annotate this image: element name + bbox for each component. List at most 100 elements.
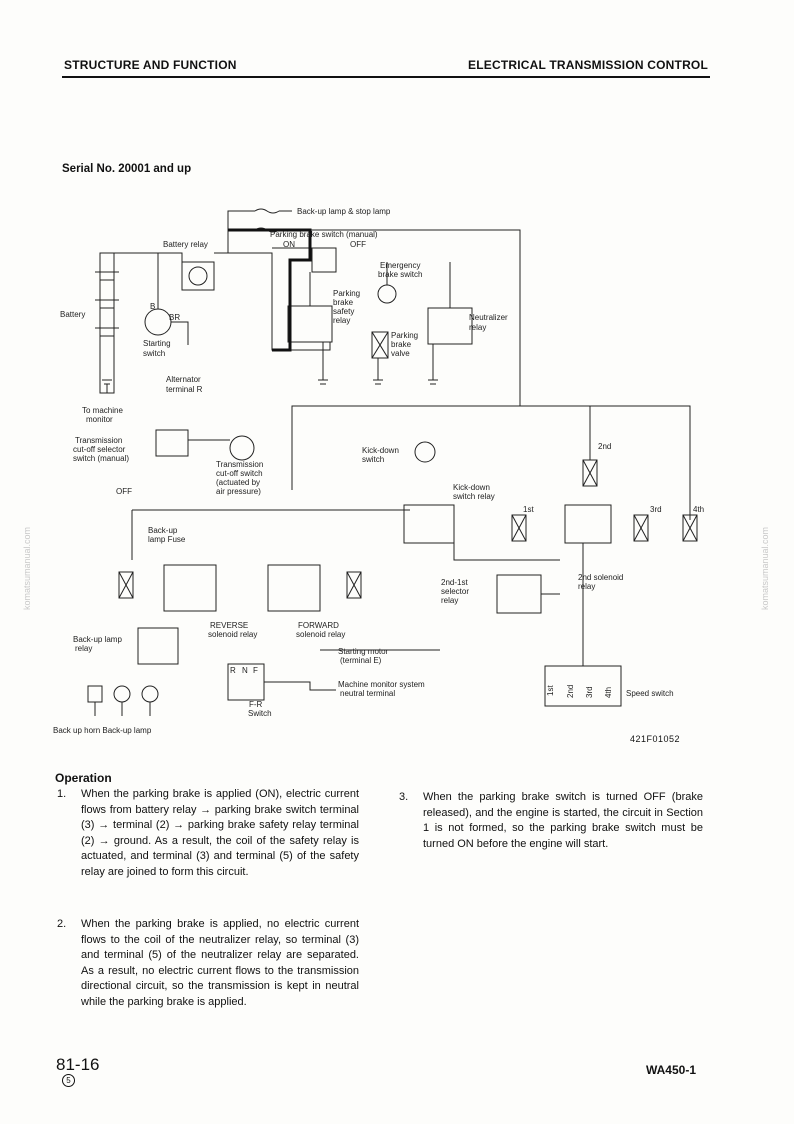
section-title: STRUCTURE AND FUNCTION xyxy=(64,58,237,72)
ground-icon xyxy=(428,379,438,385)
reverse-solenoid-relay-icon xyxy=(163,564,217,612)
selector-relay-label: 2nd-1st xyxy=(441,578,468,587)
starting-switch-icon xyxy=(144,308,172,336)
ground-icon xyxy=(318,379,328,385)
sol2-relay-label: 2nd solenoid xyxy=(578,573,623,582)
pb-valve-label: Parking xyxy=(391,331,418,340)
page-number: 81-16 xyxy=(56,1055,100,1074)
cutoff-switch-icon xyxy=(229,435,255,461)
ground-icon xyxy=(102,379,112,385)
backup-fuse-label: Back-up xyxy=(148,526,178,535)
solenoid-3rd-icon xyxy=(633,514,649,542)
fr-switch-label: F-R xyxy=(249,700,263,709)
emergency-label: Emergency xyxy=(380,261,420,270)
battery-label: Battery xyxy=(60,310,85,319)
selector-relay-label: relay xyxy=(441,596,458,605)
speed-switch-icon xyxy=(544,665,622,707)
item-text: When the parking brake switch is turned … xyxy=(423,791,703,850)
safety-relay-label: brake xyxy=(333,298,354,307)
emergency-switch-icon xyxy=(377,284,397,304)
model-code: WA450-1 xyxy=(645,1063,696,1077)
chapter-title: ELECTRICAL TRANSMISSION CONTROL xyxy=(468,58,708,72)
starting-switch-label: switch xyxy=(143,349,165,358)
operation-heading: Operation xyxy=(55,771,112,785)
emergency-label: brake switch xyxy=(378,270,422,279)
wiring-diagram: Back-up lamp & stop lamp Parking brake s… xyxy=(53,207,704,735)
cutoff-selector-label: cut-off selector xyxy=(73,445,126,454)
kickdown-switch-icon xyxy=(414,441,436,463)
solenoid-1st-icon xyxy=(511,514,527,542)
kickdown-relay-label: switch relay xyxy=(453,492,495,501)
backup-horn-icon xyxy=(87,685,103,703)
item-number: 1. xyxy=(57,788,67,800)
kickdown-relay-icon xyxy=(403,504,455,544)
horn-lamp-label: Back up horn Back-up lamp xyxy=(53,726,152,735)
kickdown-relay-label: Kick-down xyxy=(453,483,490,492)
operation-item: 1. When the parking brake is applied (ON… xyxy=(57,787,359,881)
kickdown-switch-label: Kick-down xyxy=(362,446,399,455)
speed-2nd-label: 2nd xyxy=(566,685,575,698)
operation-item: 3. When the parking brake switch is turn… xyxy=(399,790,703,852)
first-label: 1st xyxy=(523,505,534,514)
safety-relay-label: Parking xyxy=(333,289,360,298)
cutoff-off-label: OFF xyxy=(116,487,132,496)
speed-3rd-label: 3rd xyxy=(585,686,594,698)
revision-badge: 5 xyxy=(62,1074,75,1087)
safety-relay-icon xyxy=(287,305,333,343)
monitor-neutral-label: Machine monitor system xyxy=(338,680,425,689)
alternator-label: Alternator xyxy=(166,375,201,384)
on-label: ON xyxy=(283,240,295,249)
backup-relay-label: relay xyxy=(75,644,92,653)
solenoid-2nd-icon xyxy=(582,459,598,487)
battery-icon xyxy=(99,252,115,394)
serial-heading: Serial No. 20001 and up xyxy=(62,163,192,175)
operation-item: 2. When the parking brake is applied, no… xyxy=(57,917,359,1011)
second-label: 2nd xyxy=(598,442,611,451)
neutralizer-label: Neutralizer xyxy=(469,313,508,322)
safety-relay-label: safety xyxy=(333,307,354,316)
starting-switch-label: Starting xyxy=(143,339,171,348)
cutoff-selector-switch-icon xyxy=(155,429,189,457)
reverse-relay-label: solenoid relay xyxy=(208,630,257,639)
starting-motor-label: (terminal E) xyxy=(340,656,382,665)
starting-motor-label: Starting motor xyxy=(338,647,389,656)
pb-valve-label: brake xyxy=(391,340,412,349)
cutoff-switch-label: air pressure) xyxy=(216,487,261,496)
backup-lamp-icon xyxy=(141,685,159,703)
speed-1st-label: 1st xyxy=(546,685,555,696)
alternator-label: terminal R xyxy=(166,385,203,394)
fr-f-label: F xyxy=(253,666,258,675)
cutoff-selector-label: Transmission xyxy=(75,436,122,445)
battery-relay-label: Battery relay xyxy=(163,240,208,249)
parking-brake-valve-icon xyxy=(371,331,389,359)
fourth-label: 4th xyxy=(693,505,704,514)
selector-relay-label: selector xyxy=(441,587,469,596)
item-text: When the parking brake is applied (ON), … xyxy=(81,788,359,878)
item-number: 2. xyxy=(57,918,67,930)
cutoff-selector-label: switch (manual) xyxy=(73,454,129,463)
wire xyxy=(279,229,521,406)
solenoid-2nd-relay-icon xyxy=(564,504,612,544)
forward-solenoid-relay-icon xyxy=(267,564,321,612)
battery-relay-icon xyxy=(181,261,215,291)
speed-switch-label: Speed switch xyxy=(626,689,674,698)
watermark: komatsumanual.com xyxy=(22,526,32,610)
active-circuit xyxy=(228,228,312,352)
ground-icon xyxy=(373,379,383,385)
monitor-neutral-label: neutral terminal xyxy=(340,689,395,698)
item-number: 3. xyxy=(399,791,409,803)
third-label: 3rd xyxy=(650,505,662,514)
fr-r-label: R xyxy=(230,666,236,675)
pb-switch-label: Parking brake switch (manual) xyxy=(270,230,378,239)
pb-valve-label: valve xyxy=(391,349,410,358)
backup-lamp-icon xyxy=(113,685,131,703)
solenoid-4th-icon xyxy=(682,514,698,542)
safety-relay-label: relay xyxy=(333,316,350,325)
terminal-b-label: B xyxy=(150,302,155,311)
speed-4th-label: 4th xyxy=(604,687,613,698)
figure-number: 421F01052 xyxy=(630,734,681,744)
parking-brake-switch-icon xyxy=(311,247,337,273)
backup-fuse-label: lamp Fuse xyxy=(148,535,186,544)
forward-solenoid-icon xyxy=(346,571,362,599)
item-text: When the parking brake is applied, no el… xyxy=(81,918,359,1008)
